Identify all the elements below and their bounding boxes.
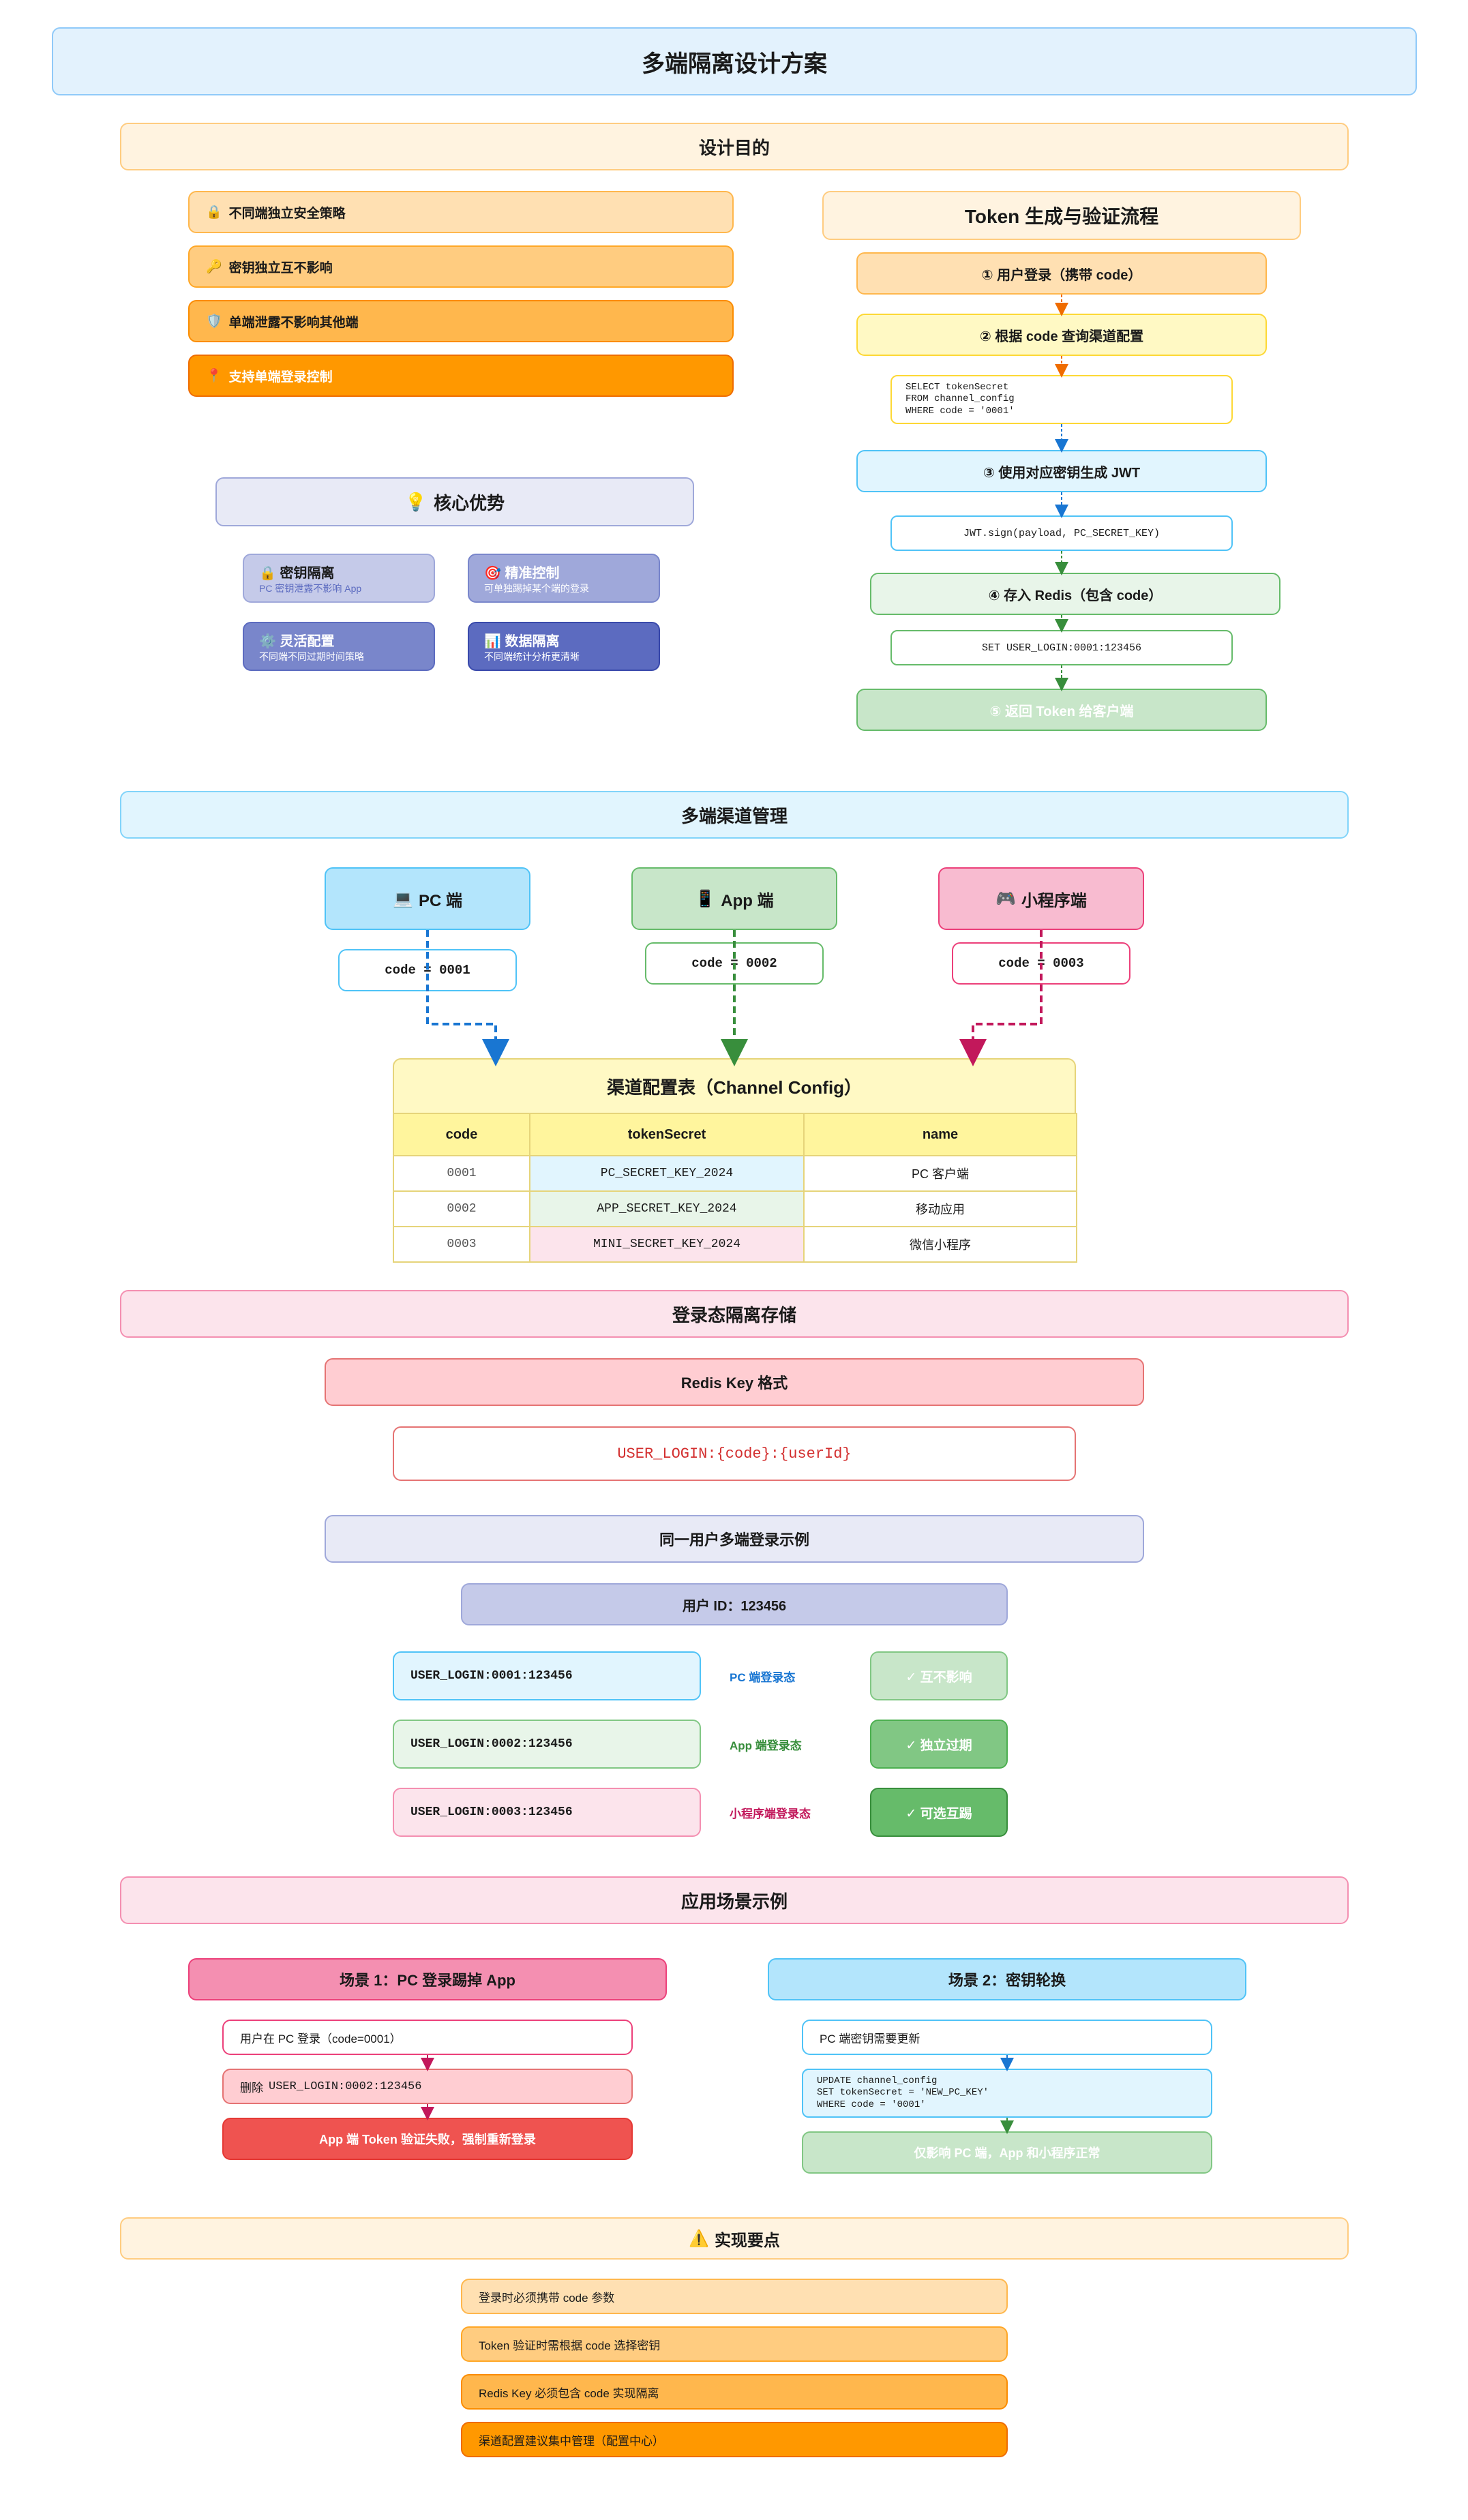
config-table-title: 渠道配置表（Channel Config） <box>393 1058 1076 1114</box>
advantage-card-1: 🔒 密钥隔离 PC 密钥泄露不影响 App <box>243 554 435 603</box>
advantage-card-4: 📊 数据隔离 不同端统计分析更清晰 <box>468 622 660 671</box>
advantage-card-2: 🎯 精准控制 可单独踢掉某个端的登录 <box>468 554 660 603</box>
purpose-item-3: 🛡️ 单端泄露不影响其他端 <box>188 300 734 342</box>
table-cell: PC 客户端 <box>803 1155 1077 1192</box>
table-cell: APP_SECRET_KEY_2024 <box>529 1190 805 1227</box>
login-label-mini: 小程序端登录态 <box>730 1807 811 1820</box>
phone-icon: 📱 <box>695 889 716 908</box>
channel-pc: 💻 PC 端 <box>325 867 530 930</box>
note-item-4: 渠道配置建议集中管理（配置中心） <box>461 2422 1008 2457</box>
flow-step-2: ② 根据 code 查询渠道配置 <box>856 314 1267 356</box>
channel-app-code: code = 0002 <box>645 942 824 985</box>
purpose-header: 设计目的 <box>120 123 1349 170</box>
scenario-2-result: 仅影响 PC 端，App 和小程序正常 <box>802 2131 1212 2174</box>
table-row: 0003 MINI_SECRET_KEY_2024 微信小程序 <box>393 1226 1077 1263</box>
login-key-pc: USER_LOGIN:0001:123456 <box>393 1651 701 1700</box>
shield-icon: 🛡️ <box>206 314 222 329</box>
scenario-1-result: App 端 Token 验证失败，强制重新登录 <box>222 2118 633 2160</box>
key-icon: 🔑 <box>206 260 222 274</box>
lightbulb-icon: 💡 <box>404 491 428 512</box>
badge-kick: ✓ 可选互踢 <box>870 1788 1008 1837</box>
config-table: code tokenSecret name 0001 PC_SECRET_KEY… <box>393 1113 1077 1263</box>
user-id-label: 用户 ID：123456 <box>461 1583 1008 1625</box>
login-label-app: App 端登录态 <box>730 1739 802 1752</box>
scenario-2-sql: UPDATE channel_config SET tokenSecret = … <box>802 2069 1212 2118</box>
flow-step-5: ⑤ 返回 Token 给客户端 <box>856 689 1267 731</box>
flow-jwt: JWT.sign(payload, PC_SECRET_KEY) <box>890 515 1233 551</box>
flow-header: Token 生成与验证流程 <box>822 191 1301 240</box>
multi-login-header: 同一用户多端登录示例 <box>325 1515 1144 1563</box>
channels-header: 多端渠道管理 <box>120 791 1349 839</box>
page-title: 多端隔离设计方案 <box>52 27 1417 95</box>
login-label-pc: PC 端登录态 <box>730 1670 796 1684</box>
lock-icon: 🔒 <box>206 205 222 220</box>
purpose-item-1: 🔒 不同端独立安全策略 <box>188 191 734 233</box>
storage-header: 登录态隔离存储 <box>120 1290 1349 1338</box>
scenario-2-title: 场景 2：密钥轮换 <box>768 1958 1246 2000</box>
gamepad-icon: 🎮 <box>995 889 1016 908</box>
note-item-3: Redis Key 必须包含 code 实现隔离 <box>461 2374 1008 2410</box>
login-key-app: USER_LOGIN:0002:123456 <box>393 1720 701 1769</box>
gear-icon: ⚙️ <box>259 633 276 649</box>
scenario-1-step-2: 删除 USER_LOGIN:0002:123456 <box>222 2069 633 2104</box>
table-cell: 微信小程序 <box>803 1226 1077 1263</box>
scenario-2-step-1: PC 端密钥需要更新 <box>802 2020 1212 2055</box>
redis-key-format: USER_LOGIN:{code}:{userId} <box>393 1426 1076 1481</box>
table-row: 0002 APP_SECRET_KEY_2024 移动应用 <box>393 1190 1077 1227</box>
column-header: code <box>393 1113 530 1156</box>
table-cell: 0001 <box>393 1155 530 1192</box>
note-item-2: Token 验证时需根据 code 选择密钥 <box>461 2326 1008 2362</box>
notes-header: ⚠️ 实现要点 <box>120 2217 1349 2260</box>
login-key-mini: USER_LOGIN:0003:123456 <box>393 1788 701 1837</box>
pin-icon: 📍 <box>206 369 222 383</box>
channel-mini: 🎮 小程序端 <box>938 867 1144 930</box>
purpose-item-4: 📍 支持单端登录控制 <box>188 355 734 397</box>
badge-independent: ✓ 互不影响 <box>870 1651 1008 1700</box>
scenario-1-step-1: 用户在 PC 登录（code=0001） <box>222 2020 633 2055</box>
flow-step-1: ① 用户登录（携带 code） <box>856 252 1267 295</box>
channel-app: 📱 App 端 <box>631 867 837 930</box>
table-cell: 0002 <box>393 1190 530 1227</box>
table-cell: 0003 <box>393 1226 530 1263</box>
target-icon: 🎯 <box>484 565 501 581</box>
purpose-item-2: 🔑 密钥独立互不影响 <box>188 245 734 288</box>
scenario-1-title: 场景 1：PC 登录踢掉 App <box>188 1958 667 2000</box>
redis-key-format-label: Redis Key 格式 <box>325 1358 1144 1406</box>
channel-mini-code: code = 0003 <box>952 942 1130 985</box>
note-item-1: 登录时必须携带 code 参数 <box>461 2279 1008 2314</box>
flow-step-4: ④ 存入 Redis（包含 code） <box>870 573 1280 615</box>
column-header: tokenSecret <box>529 1113 805 1156</box>
table-cell: 移动应用 <box>803 1190 1077 1227</box>
advantage-card-3: ⚙️ 灵活配置 不同端不同过期时间策略 <box>243 622 435 671</box>
flow-sql: SELECT tokenSecret FROM channel_config W… <box>890 375 1233 424</box>
scenarios-header: 应用场景示例 <box>120 1876 1349 1924</box>
column-header: name <box>803 1113 1077 1156</box>
lock-icon: 🔒 <box>259 565 276 581</box>
flow-redis-set: SET USER_LOGIN:0001:123456 <box>890 630 1233 665</box>
table-cell: MINI_SECRET_KEY_2024 <box>529 1226 805 1263</box>
warning-icon: ⚠️ <box>689 2229 709 2248</box>
chart-icon: 📊 <box>484 633 501 649</box>
laptop-icon: 💻 <box>393 889 413 908</box>
flow-step-3: ③ 使用对应密钥生成 JWT <box>856 450 1267 492</box>
table-row: 0001 PC_SECRET_KEY_2024 PC 客户端 <box>393 1155 1077 1192</box>
advantages-header: 💡 核心优势 <box>215 477 694 526</box>
channel-pc-code: code = 0001 <box>338 949 517 991</box>
table-header-row: code tokenSecret name <box>393 1113 1077 1156</box>
table-cell: PC_SECRET_KEY_2024 <box>529 1155 805 1192</box>
badge-expiry: ✓ 独立过期 <box>870 1720 1008 1769</box>
